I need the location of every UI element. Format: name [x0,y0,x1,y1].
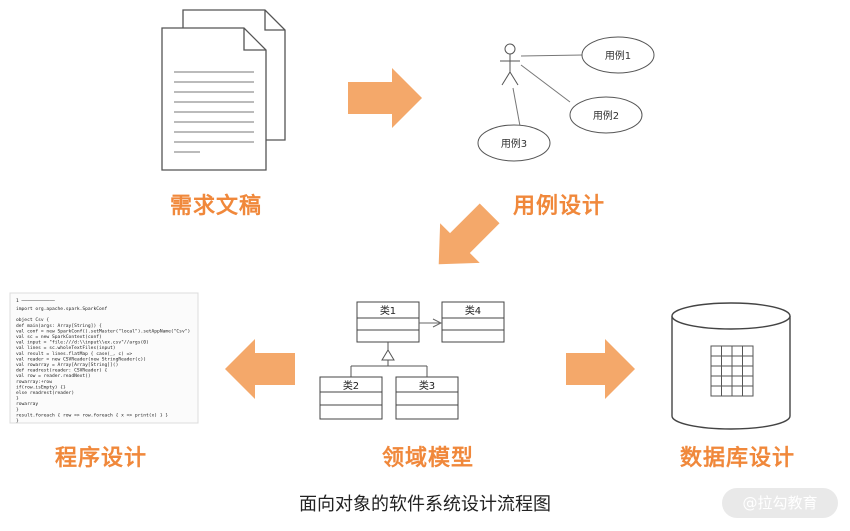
use-case-3 [477,124,551,162]
code-line: if(row.isEmpty) {} [16,384,66,390]
documents-icon [161,9,286,171]
code-line: val rowarray = Array[Array[String]]() [16,362,118,368]
code-listing: 1 ──────────── import org.apache.spark.S… [9,292,199,424]
stage-database-design: 数据库设计 [680,446,796,471]
watermark: @拉勾教育 [722,488,838,518]
use-case-1-label: 用例1 [605,49,631,62]
database-icon [671,302,791,430]
code-line: val lines = sc.wholeTextFiles(input) [16,345,116,351]
code-line: val input = "file:///d:\\input\\ex.csv"/… [16,340,149,346]
code-line: result.foreach { row => row.foreach { x … [16,412,168,418]
stage-requirements: 需求文稿 [170,194,263,219]
code-line: val reader = new CSVReader(new StringRea… [16,356,146,362]
arrow-diagonal-icon [438,203,500,265]
code-line: } [16,407,19,413]
use-case-1 [581,36,655,74]
class-4-label: 类4 [465,304,481,317]
class-2-label: 类2 [343,379,359,392]
stage-program-design: 程序设计 [55,446,148,471]
code-line: val row = reader.readNext() [16,373,91,379]
arrow-right-2-icon [566,339,635,399]
code-line: val result = lines.flatMap { case(_, c) … [16,351,132,357]
code-line: rowarray [16,402,38,407]
class-diagram: 类1 类4 类2 类3 [319,301,505,420]
class-4-box [441,301,505,343]
code-line: rowarray:+row [16,380,52,385]
code-line: val conf = new SparkConf().setMaster("lo… [16,328,190,334]
class-1-box [356,301,420,343]
code-line: } [16,418,19,424]
inheritance-connector [350,342,428,377]
code-line: } [16,396,19,402]
arrow-left-icon [225,339,295,399]
use-case-3-label: 用例3 [501,137,527,150]
code-line: else readrest(reader) [16,390,74,396]
use-case-2-label: 用例2 [593,109,619,122]
code-line: def main(args: Array[String]) { [16,323,102,329]
class-2-box [319,376,383,420]
class-1-label: 类1 [380,304,396,317]
arrow-right-1-icon [348,68,422,128]
use-case-diagram: 用例1 用例2 用例3 [477,36,655,162]
diagram-caption: 面向对象的软件系统设计流程图 [299,494,551,515]
code-line: def readrest(reader: CSVReader) { [16,368,108,374]
stage-domain-model: 领域模型 [382,446,475,471]
code-line: object Csv { [16,317,49,323]
actor-icon [500,43,520,86]
code-line: val sc = new SparkContext(conf) [16,334,102,340]
table-grid [710,345,754,397]
use-case-2 [569,96,643,134]
code-header: 1 ──────────── [16,298,55,304]
class-3-box [395,376,459,420]
code-line: import org.apache.spark.SparkConf [16,306,108,312]
class-3-label: 类3 [419,379,435,392]
stage-use-case-design: 用例设计 [513,194,606,219]
